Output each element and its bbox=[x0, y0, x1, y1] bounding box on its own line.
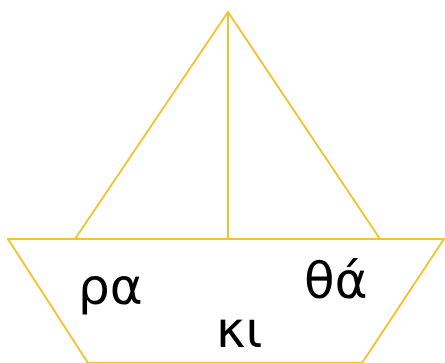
hull-shape bbox=[7, 238, 445, 363]
syllable-tha: θά bbox=[304, 252, 368, 310]
syllable-ra: ρα bbox=[78, 258, 143, 316]
syllable-ki: κι bbox=[216, 301, 263, 359]
